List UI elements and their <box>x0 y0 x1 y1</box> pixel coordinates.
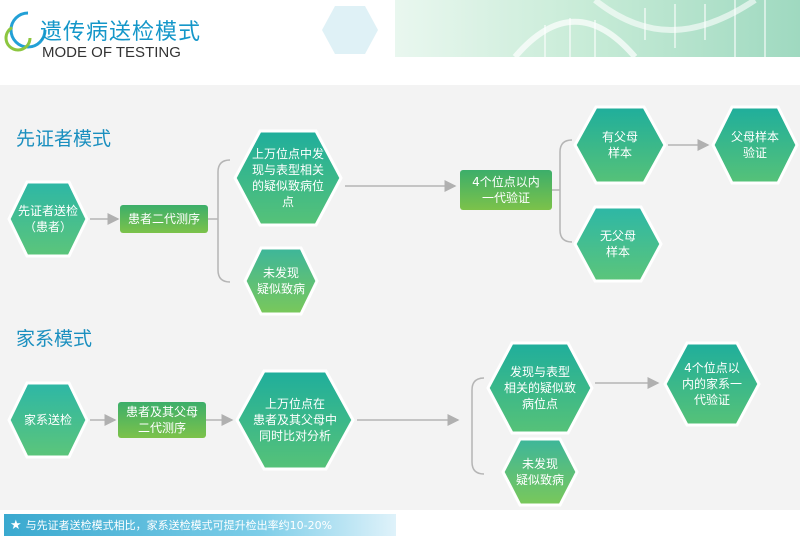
parent-verify-node: 父母样本 验证 <box>710 104 800 186</box>
compare-node: 上万位点在 患者及其父母中 同时比对分析 <box>234 368 356 472</box>
diagram-panel <box>0 85 800 510</box>
family-verify-node: 4个位点以 内的家系一 代验证 <box>662 340 762 428</box>
verify-node: 4个位点以内 一代验证 <box>460 170 552 210</box>
family-verify-label: 4个位点以 内的家系一 代验证 <box>681 361 742 407</box>
footer-note: ★ 与先证者送检模式相比，家系送检模式可提升检出率约10-20% <box>4 514 396 536</box>
notfound-node: 未发现 疑似致病 <box>242 245 320 317</box>
logo-circles-icon <box>4 11 47 52</box>
page-title: 遗传病送检模式 <box>40 20 202 45</box>
hexagon-shape <box>486 341 594 435</box>
dna-banner <box>395 0 800 57</box>
header-hexagon-icon <box>322 6 378 54</box>
section2-title: 家系模式 <box>16 328 93 350</box>
hexagon-shape <box>663 341 761 427</box>
dna-helix-icon <box>512 0 766 57</box>
family-found-node: 发现与表型 相关的疑似致 病位点 <box>485 340 595 436</box>
family-ngs-label: 患者及其父母 二代测序 <box>125 405 198 435</box>
hexagon-shape <box>573 105 667 185</box>
hexagon-shape <box>243 246 319 316</box>
section1-title: 先证者模式 <box>16 128 112 150</box>
ngs-label: 患者二代测序 <box>127 212 200 226</box>
proband-node: 先证者送检 （患者） <box>6 179 90 259</box>
hexagon-shape <box>573 205 663 283</box>
hexagon-shape <box>501 437 579 507</box>
family-node: 家系送检 <box>6 380 90 460</box>
hexagon-shape <box>7 381 89 459</box>
family-notfound-node: 未发现 疑似致病 <box>500 436 580 508</box>
family-found-label: 发现与表型 相关的疑似致 病位点 <box>503 365 576 411</box>
star-icon: ★ <box>10 517 22 533</box>
found-label: 上万位点中发 现与表型相关 的疑似致病位 点 <box>251 147 324 209</box>
compare-label: 上万位点在 患者及其父母中 同时比对分析 <box>252 397 337 443</box>
footer-note-text: 与先证者送检模式相比，家系送检模式可提升检出率约10-20% <box>25 519 333 532</box>
page-subtitle: MODE OF TESTING <box>42 44 181 61</box>
verify-label: 4个位点以内 一代验证 <box>472 175 540 205</box>
family-ngs-node: 患者及其父母 二代测序 <box>118 402 206 438</box>
found-node: 上万位点中发 现与表型相关 的疑似致病位 点 <box>232 128 344 228</box>
ngs-node: 患者二代测序 <box>120 205 208 233</box>
family-notfound-label: 未发现 疑似致病 <box>515 457 564 487</box>
hexagon-shape <box>233 129 343 227</box>
no-parents-node: 无父母 样本 <box>572 204 664 284</box>
no-parents-label: 无父母 样本 <box>599 229 636 259</box>
hexagon-shape <box>7 180 89 258</box>
proband-label: 先证者送检 （患者） <box>17 204 78 234</box>
family-label: 家系送检 <box>23 413 72 427</box>
hexagon-shape <box>711 105 799 185</box>
has-parents-node: 有父母 样本 <box>572 104 668 186</box>
has-parents-label: 有父母 样本 <box>601 130 638 160</box>
hexagon-shape <box>235 369 355 471</box>
parent-verify-label: 父母样本 验证 <box>730 130 779 160</box>
notfound-label: 未发现 疑似致病 <box>256 266 305 296</box>
